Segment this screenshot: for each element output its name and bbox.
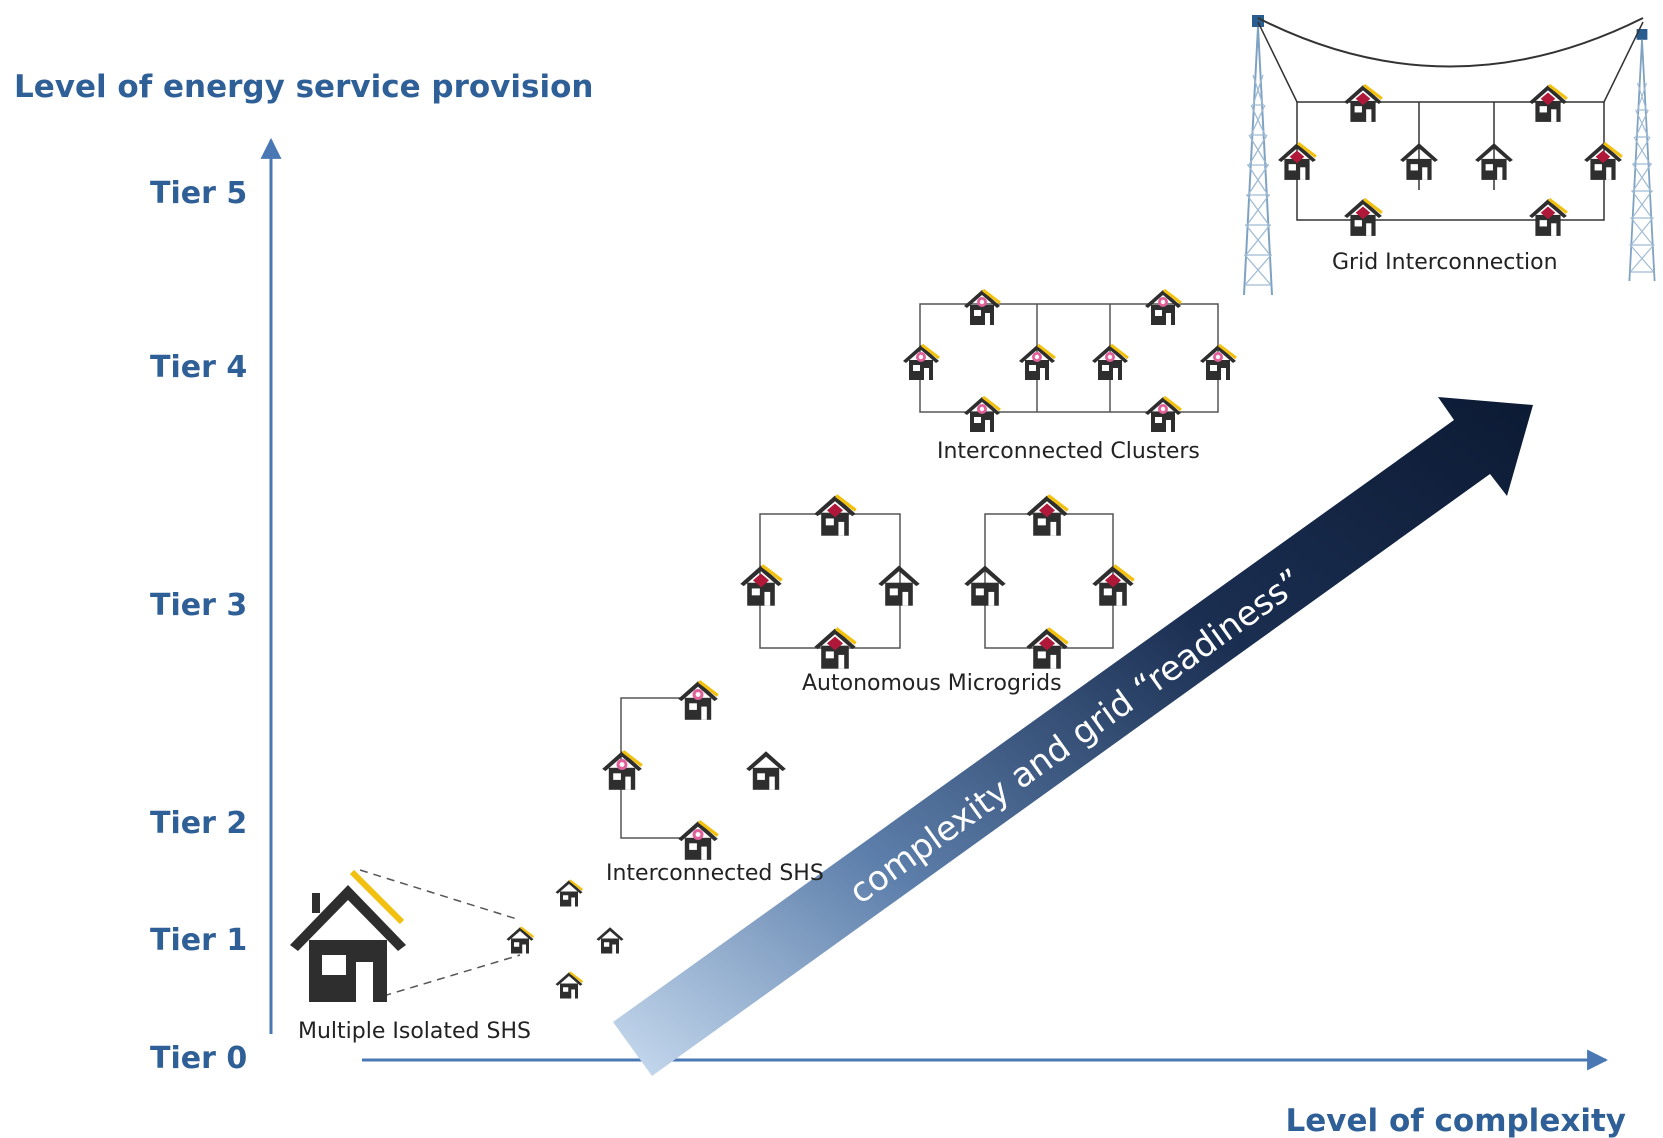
stage-autonomous-microgrids: Autonomous Microgrids [738, 493, 1136, 696]
house-icon [1582, 141, 1624, 182]
isolated-shs-label: Multiple Isolated SHS [298, 1019, 531, 1044]
house-icon [1143, 395, 1183, 434]
tier-0-label: Tier 0 [150, 1041, 247, 1076]
complexity-arrow: complexity and grid “readiness” [613, 397, 1533, 1076]
tier-2-label: Tier 2 [150, 806, 247, 841]
transmission-tower-icon [1242, 13, 1274, 297]
stage-isolated-shs: Multiple Isolated SHS [290, 869, 624, 1044]
tier-4-label: Tier 4 [150, 350, 247, 385]
small-house-icon [554, 879, 584, 908]
x-axis-title: Level of complexity [1286, 1103, 1626, 1138]
house-icon [676, 819, 720, 862]
stage-interconnected-clusters: Interconnected Clusters [901, 288, 1238, 464]
house-icon [1024, 493, 1070, 538]
interconnected-clusters-label: Interconnected Clusters [937, 439, 1200, 464]
small-house-icon [554, 971, 584, 1000]
house-icon [600, 749, 644, 792]
house-icon [901, 343, 941, 382]
house-icon [878, 565, 920, 606]
autonomous-microgrids-label: Autonomous Microgrids [802, 671, 1062, 696]
tier-5-label: Tier 5 [150, 176, 247, 211]
small-house-icon [505, 926, 535, 955]
house-icon [962, 395, 1002, 434]
house-icon [1342, 197, 1384, 238]
house-icon [962, 288, 1002, 327]
complexity-arrow-text: complexity and grid “readiness” [842, 561, 1310, 912]
stage-interconnected-shs: Interconnected SHS [600, 679, 824, 886]
interconnected-shs-label: Interconnected SHS [606, 861, 824, 886]
house-icon [1527, 197, 1569, 238]
small-house-icon [596, 927, 624, 954]
stage-grid-interconnection: Grid Interconnection [1242, 13, 1656, 297]
transmission-tower-icon [1628, 27, 1656, 283]
house-icon [1527, 83, 1569, 124]
grid-interconnection-label: Grid Interconnection [1332, 250, 1558, 275]
house-icon [676, 679, 720, 722]
tier-1-label: Tier 1 [150, 923, 247, 958]
house-icon [738, 563, 784, 608]
house-icon [1143, 288, 1183, 327]
y-axis-title: Level of energy service provision [14, 69, 593, 105]
tier-3-label: Tier 3 [150, 588, 247, 623]
house-icon [746, 751, 786, 790]
large-house-icon [290, 869, 406, 1002]
house-icon [1342, 83, 1384, 124]
house-icon [812, 493, 858, 538]
